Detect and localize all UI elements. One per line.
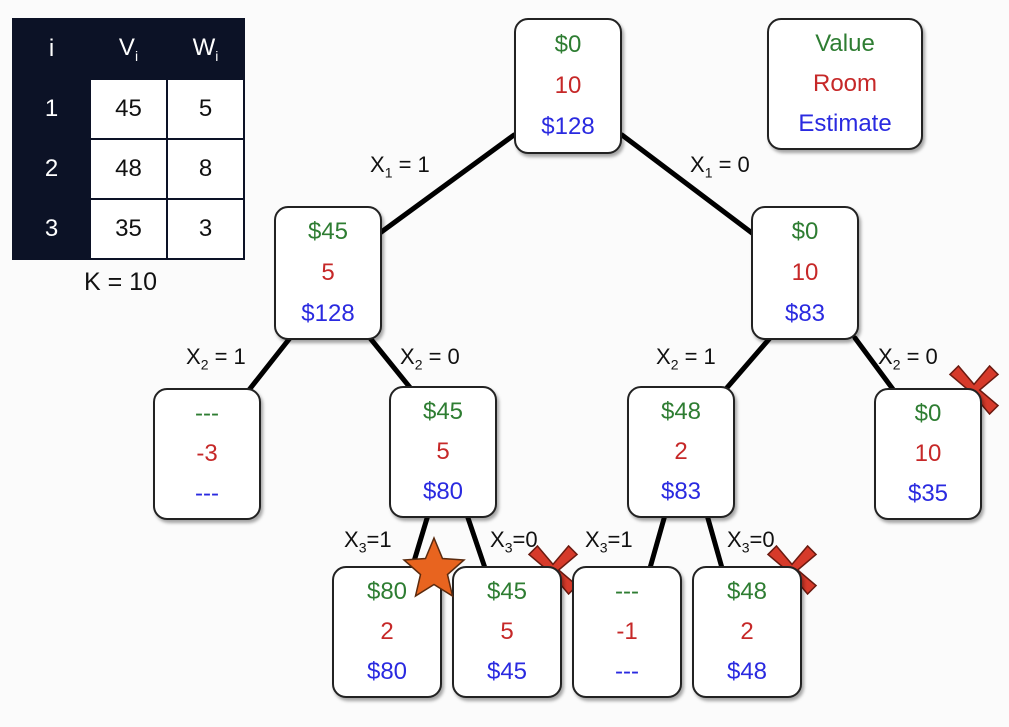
legend-room: Room — [812, 70, 878, 97]
node-room: -3 — [196, 440, 218, 467]
node-estimate: --- — [615, 658, 639, 685]
tree-node-rr: $0 10 $35 — [874, 388, 982, 520]
row-value: 45 — [89, 78, 168, 140]
items-table: i Vi Wi 1 45 5 2 48 8 3 35 3 — [12, 18, 245, 260]
table-row: 1 45 5 — [12, 78, 245, 140]
node-value: $0 — [791, 218, 819, 246]
table-row: 2 48 8 — [12, 138, 245, 200]
node-value: $48 — [660, 398, 702, 425]
node-estimate: $80 — [422, 478, 464, 505]
tree-node-root: $0 10 $128 — [514, 18, 622, 154]
node-room: 2 — [740, 618, 754, 645]
node-room: 10 — [791, 258, 819, 286]
legend: Value Room Estimate — [767, 18, 923, 150]
edge-lr-lrl — [409, 512, 431, 571]
node-estimate: $128 — [541, 113, 595, 141]
node-value: $45 — [307, 218, 349, 246]
node-value: $48 — [726, 578, 768, 605]
edge-label-x2-1-left: X2 = 1 — [186, 344, 246, 373]
edge-label-x1-0: X1 = 0 — [690, 152, 750, 181]
edge-r-rl — [722, 335, 773, 393]
tree-node-ll: --- -3 --- — [153, 388, 261, 520]
node-value: --- — [195, 400, 219, 427]
legend-estimate: Estimate — [798, 110, 892, 137]
node-value: $0 — [554, 30, 582, 58]
row-value: 48 — [89, 138, 168, 200]
edge-r-rr — [852, 335, 898, 395]
edge-label-x3-0-right: X3=0 — [727, 527, 775, 556]
edge-label-x3-0-left: X3=0 — [490, 527, 538, 556]
tree-node-rll: --- -1 --- — [572, 566, 682, 698]
tree-node-rl: $48 2 $83 — [627, 386, 735, 518]
table-header-row: i Vi Wi — [12, 18, 245, 80]
edge-label-x3-1-right: X3=1 — [585, 527, 633, 556]
edge-rl-rlr — [704, 512, 725, 571]
edge-root-left — [377, 132, 517, 236]
row-weight: 3 — [166, 198, 245, 260]
edge-label-x2-0-left: X2 = 0 — [400, 344, 460, 373]
edge-label-x2-1-right: X2 = 1 — [656, 344, 716, 373]
row-weight: 8 — [166, 138, 245, 200]
tree-node-rlr: $48 2 $48 — [692, 566, 802, 698]
tree-node-lrl: $80 2 $80 — [332, 566, 442, 698]
node-value: $80 — [366, 578, 408, 605]
node-room: 5 — [436, 438, 450, 465]
node-estimate: $48 — [726, 658, 768, 685]
header-i: i — [12, 18, 91, 80]
edge-label-x3-1-left: X3=1 — [344, 527, 392, 556]
node-value: --- — [615, 578, 639, 605]
node-estimate: $80 — [366, 658, 408, 685]
row-index: 1 — [12, 78, 91, 140]
node-room: 5 — [321, 258, 335, 286]
edge-root-right — [619, 132, 755, 236]
edge-lr-lrr — [464, 512, 488, 571]
node-estimate: --- — [195, 480, 219, 507]
capacity-label: K = 10 — [84, 268, 157, 296]
edge-label-x1-1: X1 = 1 — [370, 152, 430, 181]
node-estimate: $35 — [907, 480, 949, 507]
node-room: 10 — [914, 440, 942, 467]
header-weight: Wi — [166, 18, 245, 80]
node-value: $0 — [914, 400, 942, 427]
row-index: 2 — [12, 138, 91, 200]
node-room: -1 — [616, 618, 638, 645]
edge-label-x2-0-right: X2 = 0 — [878, 344, 938, 373]
node-room: 2 — [674, 438, 688, 465]
node-room: 2 — [380, 618, 394, 645]
node-estimate: $83 — [660, 478, 702, 505]
table-row: 3 35 3 — [12, 198, 245, 260]
node-estimate: $45 — [486, 658, 528, 685]
tree-node-lrr: $45 5 $45 — [452, 566, 562, 698]
node-room: 10 — [554, 71, 582, 99]
legend-value: Value — [815, 30, 875, 57]
node-estimate: $83 — [784, 299, 826, 327]
node-estimate: $128 — [301, 299, 355, 327]
edge-rl-rll — [647, 512, 668, 571]
node-value: $45 — [422, 398, 464, 425]
tree-node-l: $45 5 $128 — [274, 206, 382, 340]
edge-l-lr — [367, 335, 415, 393]
header-value: Vi — [89, 18, 168, 80]
tree-node-lr: $45 5 $80 — [389, 386, 497, 518]
tree-node-r: $0 10 $83 — [751, 206, 859, 340]
node-value: $45 — [486, 578, 528, 605]
row-value: 35 — [89, 198, 168, 260]
edge-l-ll — [242, 335, 293, 398]
row-index: 3 — [12, 198, 91, 260]
row-weight: 5 — [166, 78, 245, 140]
node-room: 5 — [500, 618, 514, 645]
